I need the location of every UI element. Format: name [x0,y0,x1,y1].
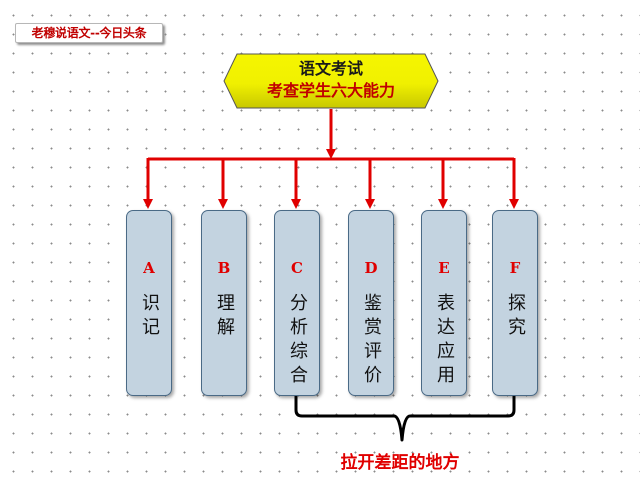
ability-box-f: F 探究 [492,210,538,396]
ability-box-a: A 识记 [126,210,172,396]
ability-label: 分析综合 [287,293,308,389]
ability-letter: C [291,259,303,277]
ability-label: 鉴赏评价 [361,293,382,389]
ability-box-d: D 鉴赏评价 [348,210,394,396]
ability-letter: E [438,259,450,277]
ability-letter: D [364,259,378,277]
ability-label: 识记 [139,293,160,341]
title-text: 语文考试 考查学生六大能力 [223,58,439,102]
ability-box-e: E 表达应用 [421,210,467,396]
ability-letter: F [509,259,521,277]
ability-label: 理解 [214,293,235,341]
ability-box-b: B 理解 [201,210,247,396]
bracket-c-to-f [294,394,516,442]
title-line-2: 考查学生六大能力 [266,81,395,100]
ability-letter: A [143,259,155,277]
title-hexagon [223,53,439,109]
gap-label: 拉开差距的地方 [340,453,460,473]
ability-label: 探究 [505,293,526,341]
ability-label: 表达应用 [434,293,455,389]
watermark-label: 老穆说语文--今日头条 [15,23,163,43]
ability-box-c: C 分析综合 [274,210,320,396]
title-line-1: 语文考试 [298,59,363,78]
ability-letter: B [217,259,231,277]
